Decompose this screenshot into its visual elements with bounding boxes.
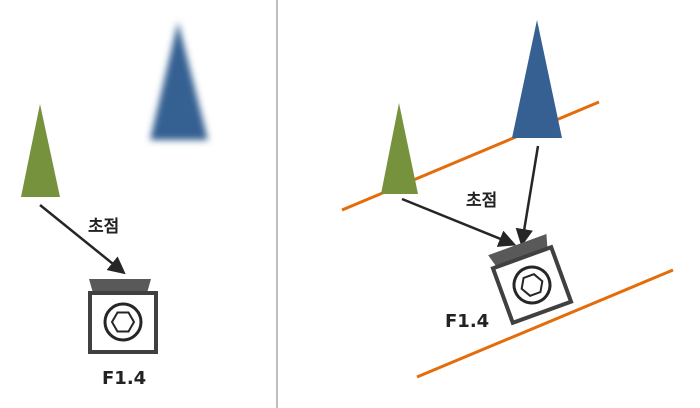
hexagon-aperture-icon bbox=[520, 273, 544, 297]
camera-lens-hood bbox=[89, 279, 151, 293]
right-panel: 초점 F1.4 bbox=[341, 20, 674, 379]
sensor-plane-line bbox=[416, 268, 674, 379]
focus-label: 초점 bbox=[466, 191, 497, 211]
far-focus-arrow bbox=[515, 145, 540, 247]
camera-icon bbox=[488, 233, 574, 326]
left-panel: 초점 F1.4 bbox=[21, 22, 208, 389]
hexagon-aperture-icon bbox=[110, 311, 136, 333]
camera-lens-ring bbox=[103, 302, 143, 342]
camera-lens-hood bbox=[488, 233, 548, 267]
near-tree-icon bbox=[21, 104, 60, 197]
aperture-label: F1.4 bbox=[102, 368, 146, 389]
near-focus-arrow bbox=[401, 197, 517, 247]
far-tree-icon bbox=[512, 20, 562, 138]
focus-label: 초점 bbox=[88, 217, 119, 237]
camera-icon bbox=[88, 279, 158, 354]
aperture-label: F1.4 bbox=[445, 311, 489, 332]
near-tree-icon bbox=[381, 103, 418, 194]
camera-lens-ring bbox=[512, 265, 552, 305]
focus-arrow bbox=[39, 204, 126, 275]
far-tree-icon bbox=[150, 22, 208, 140]
